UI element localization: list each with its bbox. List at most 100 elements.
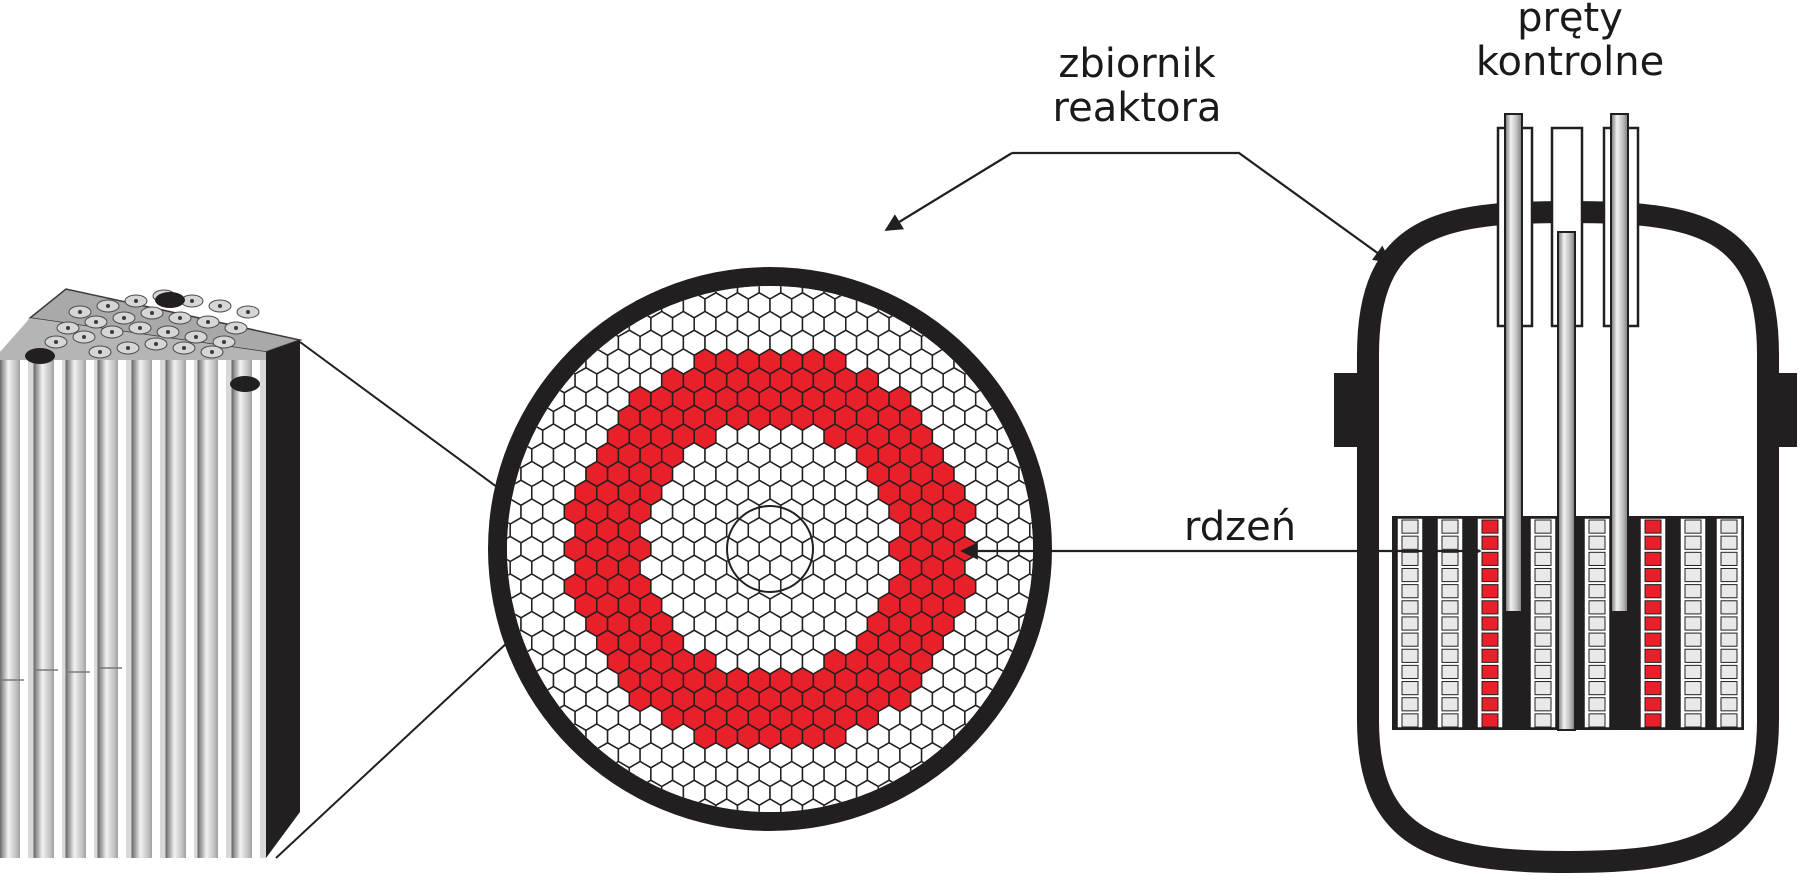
fuel-pellet <box>1441 664 1459 680</box>
fuel-pellet <box>1644 697 1662 712</box>
vessel-side-view <box>1334 113 1797 874</box>
fuel-pellet <box>1481 632 1499 647</box>
rod-end-dot <box>246 310 250 314</box>
fuel-pellet <box>1534 551 1552 566</box>
fuel-pellet <box>1720 648 1738 663</box>
fuel-pellet <box>1684 519 1702 534</box>
fuel-pellet <box>1720 519 1738 534</box>
guide-tube-end <box>155 292 185 308</box>
fuel-pellet <box>1441 681 1459 696</box>
rod-end-dot <box>110 330 114 334</box>
fuel-pellet <box>1401 616 1419 631</box>
rod-end-dot <box>234 326 238 330</box>
fuel-pellet <box>1720 713 1738 728</box>
fuel-pellet <box>1720 567 1738 583</box>
fuel-pellet <box>1684 567 1702 583</box>
fuel-pellet <box>1441 600 1459 615</box>
fuel-pellet <box>1644 616 1662 631</box>
fuel-pellet <box>1684 664 1702 680</box>
fuel-pellet <box>1534 616 1552 631</box>
fuel-pellet <box>1644 584 1662 599</box>
fuel-pellet <box>1441 535 1459 550</box>
label-line: rdzeń <box>1183 504 1297 550</box>
guide-tube-end <box>25 348 55 364</box>
fuel-pellet <box>1720 697 1738 712</box>
vessel-flange-left <box>1334 373 1358 447</box>
fuel-pellet <box>1401 632 1419 647</box>
fuel-pellet <box>1401 681 1419 696</box>
fuel-assembly <box>0 288 303 858</box>
fuel-pellet <box>1684 616 1702 631</box>
fuel-pellet <box>1684 551 1702 566</box>
fuel-pellet <box>1481 519 1499 534</box>
fuel-pellet <box>1720 584 1738 599</box>
fuel-pellet <box>1534 567 1552 583</box>
assembly-side-face <box>266 340 300 858</box>
control-rod <box>1610 113 1629 613</box>
rod-end-dot <box>178 316 182 320</box>
fuel-pellet <box>1401 600 1419 615</box>
rod-end-dot <box>150 311 154 315</box>
fuel-pellet <box>1441 616 1459 631</box>
fuel-pellet <box>1644 681 1662 696</box>
rod-end-dot <box>82 335 86 339</box>
fuel-pellet <box>1644 713 1662 728</box>
fuel-pellet <box>1481 600 1499 615</box>
fuel-pellet <box>1684 584 1702 599</box>
rod-end-dot <box>138 326 142 330</box>
rod-end-dot <box>194 335 198 339</box>
fuel-pellet <box>1684 697 1702 712</box>
label-core: rdzeń <box>1160 505 1320 549</box>
fuel-pellet <box>1720 551 1738 566</box>
rod-end-dot <box>206 320 210 324</box>
fuel-pellet <box>1401 519 1419 534</box>
fuel-pellet <box>1720 535 1738 550</box>
fuel-pellet <box>1401 664 1419 680</box>
fuel-pellet <box>1481 535 1499 550</box>
fuel-pellet <box>1588 616 1606 631</box>
fuel-pellet <box>1534 519 1552 534</box>
rod-end-dot <box>98 350 102 354</box>
fuel-pellet <box>1401 648 1419 663</box>
hex-cell <box>758 798 782 812</box>
fuel-pellet <box>1588 584 1606 599</box>
fuel-pellet <box>1720 632 1738 647</box>
vessel-arrow <box>1012 151 1392 264</box>
fuel-pellet <box>1588 664 1606 680</box>
fuel-pellet <box>1588 697 1606 712</box>
fuel-pellet <box>1401 713 1419 728</box>
fuel-pellet <box>1588 632 1606 647</box>
fuel-pellet <box>1588 713 1606 728</box>
rod-end-dot <box>134 299 138 303</box>
fuel-rod-bundle <box>0 339 260 858</box>
rod-end-dot <box>210 350 214 354</box>
fuel-pellet <box>1534 584 1552 599</box>
fuel-pellet <box>1534 600 1552 615</box>
fuel-pellet <box>1481 648 1499 663</box>
fuel-pellet <box>1644 551 1662 566</box>
rod-end-dot <box>94 320 98 324</box>
fuel-pellet <box>1534 681 1552 696</box>
fuel-pellet <box>1401 551 1419 566</box>
fuel-pellet <box>1441 713 1459 728</box>
rod-end-dot <box>166 330 170 334</box>
fuel-pellet <box>1644 600 1662 615</box>
fuel-pellet <box>1644 567 1662 583</box>
rod-end-dot <box>182 346 186 350</box>
fuel-pellet <box>1401 567 1419 583</box>
fuel-pellet <box>1401 535 1419 550</box>
fuel-pellet <box>1684 648 1702 663</box>
fuel-pellet <box>1720 600 1738 615</box>
fuel-pellet <box>1481 567 1499 583</box>
rod-end-dot <box>66 326 70 330</box>
fuel-pellet <box>1481 664 1499 680</box>
control-rods <box>1496 113 1640 731</box>
fuel-pellet <box>1534 632 1552 647</box>
fuel-pellet <box>1534 697 1552 712</box>
label-control-rods: pręty kontrolne <box>1455 0 1685 84</box>
guide-tube-end <box>230 376 260 392</box>
fuel-pellet <box>1401 697 1419 712</box>
label-line: kontrolne <box>1475 39 1665 85</box>
fuel-pellet <box>1588 551 1606 566</box>
fuel-pellet <box>1720 681 1738 696</box>
